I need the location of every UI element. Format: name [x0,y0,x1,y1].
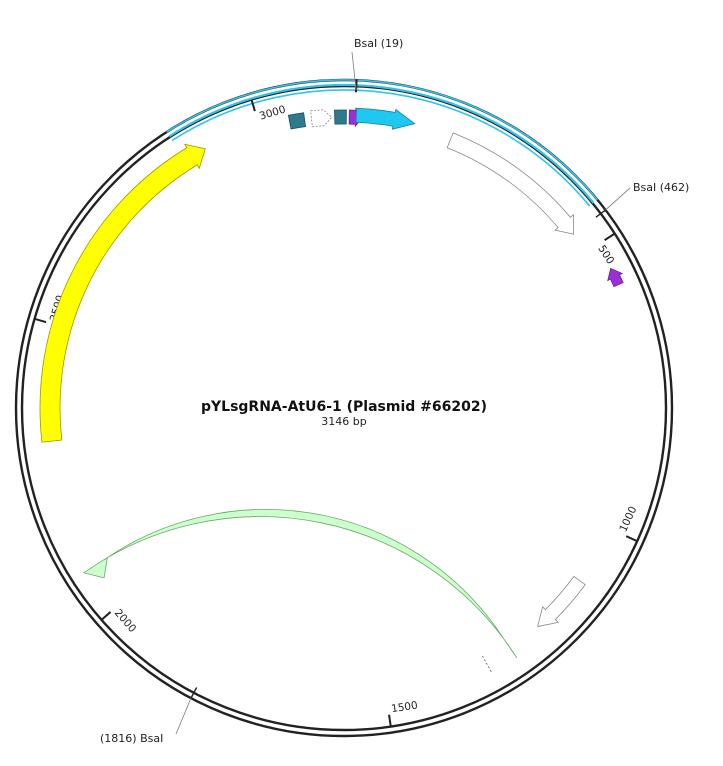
site-callout-line [351,51,357,91]
site-callout-line [605,187,631,211]
region-arc-line [168,83,595,204]
tick-mark [388,714,392,727]
feature-green-dash-divider [482,655,493,674]
feature-cyan-arrow [355,107,416,130]
region-arc-line [166,79,598,201]
tick-mark [250,99,256,112]
tick-mark [34,317,47,324]
tick-mark [100,611,112,621]
site-label: (1816) BsaI [100,732,163,745]
tick-mark [625,535,638,543]
tick-label: 3000 [258,103,287,122]
tick-label: 1500 [390,700,418,716]
feature-white-arrow-right [537,575,586,628]
tick-mark [604,232,616,241]
feature-small-dashed-arrow [310,109,333,128]
restriction-sites: BsaI (19) BsaI (462) (1816) BsaI [100,37,689,745]
tick-label: 2000 [112,607,139,635]
region-arc [166,79,598,207]
feature-yellow-arrow [39,143,206,443]
plasmid-title: pYLsgRNA-AtU6-1 (Plasmid #66202) [201,399,487,415]
tick-label: 500 [595,243,616,266]
feature-white-arrow-top [446,132,575,235]
site-callout-line [175,697,192,735]
site-marker [595,208,607,218]
plasmid-size: 3146 bp [321,415,366,428]
site-label: BsaI (19) [354,37,403,50]
region-arc-line [171,89,591,207]
feature-small-teal-block-2 [334,109,347,125]
tick-label: 1000 [617,505,639,534]
feature-small-teal-block-1 [287,112,307,130]
features [39,107,624,674]
site-label: BsaI (462) [633,181,689,194]
feature-green-arrow [82,509,518,659]
site-marker [189,687,198,700]
feature-small-purple-arrow-right [607,267,624,288]
